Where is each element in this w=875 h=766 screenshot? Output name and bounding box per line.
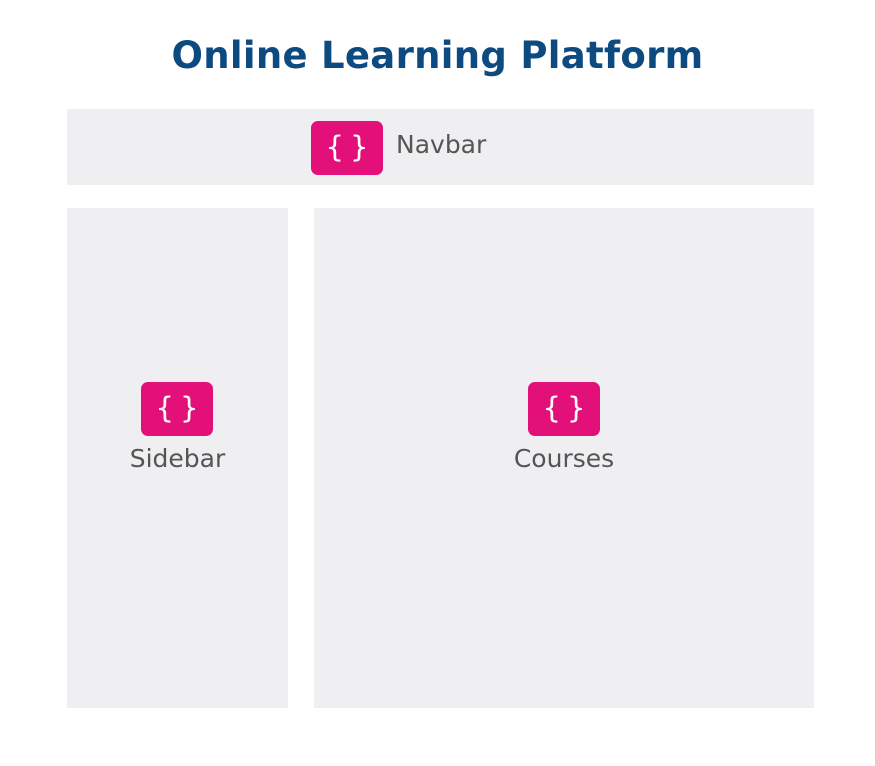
- navbar-label: Navbar: [396, 130, 487, 159]
- navbar-panel: {} Navbar: [67, 109, 814, 185]
- curly-braces-icon: {}: [141, 382, 213, 436]
- courses-label: Courses: [513, 444, 615, 473]
- sidebar-label: Sidebar: [129, 444, 226, 473]
- curly-braces-icon: {}: [311, 121, 383, 175]
- curly-braces-icon: {}: [528, 382, 600, 436]
- courses-panel: {} Courses: [314, 208, 814, 708]
- page-title: Online Learning Platform: [171, 34, 704, 77]
- sidebar-panel: {} Sidebar: [67, 208, 288, 708]
